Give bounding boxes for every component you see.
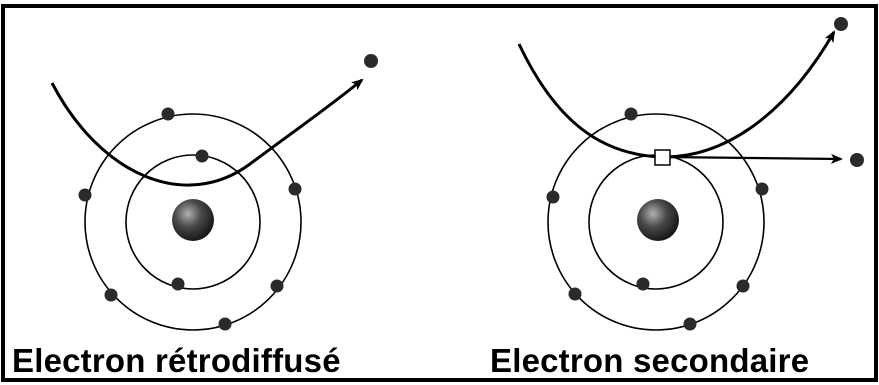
backscattered-electron: [364, 54, 378, 68]
electron: [547, 191, 560, 204]
electron: [756, 183, 769, 196]
atom-left: [79, 108, 302, 331]
panel-secondary: [519, 17, 864, 331]
electron: [196, 150, 209, 163]
caption-backscattered: Electron rétrodiffusé: [12, 344, 341, 377]
electron: [569, 288, 582, 301]
panel-backscattered: [52, 54, 378, 331]
incident-trajectory-secondary: [519, 32, 834, 157]
nucleus: [172, 199, 214, 241]
ionization-vacancy: [655, 150, 670, 165]
electron: [162, 108, 175, 121]
electron: [172, 278, 185, 291]
scattered-primary-electron: [834, 17, 848, 31]
electron: [79, 189, 92, 202]
electron: [737, 280, 750, 293]
electron: [289, 183, 302, 196]
atom-right: [547, 108, 769, 331]
secondary-electron-trajectory: [664, 157, 841, 159]
electron: [271, 280, 284, 293]
electron: [625, 108, 638, 121]
electron: [637, 278, 650, 291]
electron: [684, 318, 697, 331]
secondary-electron: [850, 153, 864, 167]
electron: [219, 318, 232, 331]
nucleus: [637, 199, 679, 241]
electron: [105, 289, 118, 302]
caption-secondary: Electron secondaire: [490, 344, 809, 377]
